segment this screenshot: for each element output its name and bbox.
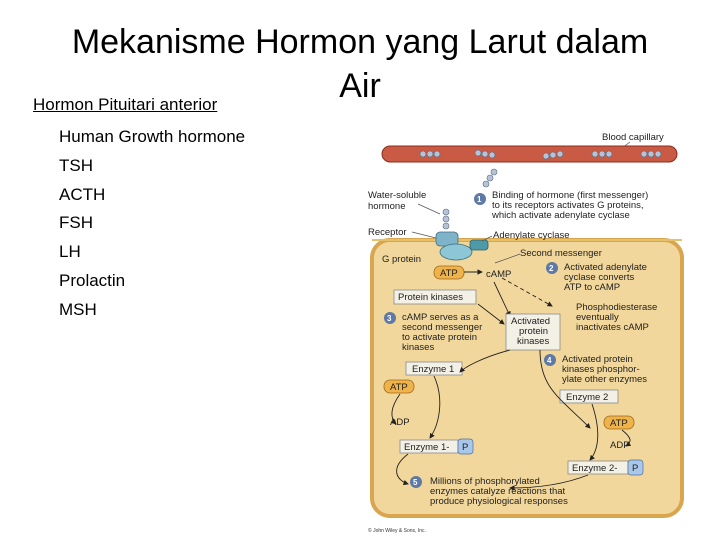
atp-molecule-left	[383, 379, 415, 394]
protein-kinases-box	[393, 289, 477, 305]
step-1-text-1: Binding of hormone (first messenger)	[492, 190, 648, 201]
step-2-number: 2	[549, 264, 554, 273]
hormone-item: ACTH	[59, 184, 106, 204]
hormone-item: Human Growth hormone	[59, 127, 246, 146]
phosphodiesterase-text-2: eventually	[576, 312, 619, 323]
enzyme-2-label: Enzyme 2	[566, 392, 608, 403]
step-5-text-1: Millions of phosphorylated	[430, 476, 540, 487]
adp-label-left: ADP	[390, 417, 410, 428]
phosphodiesterase-text-1: Phosphodiesterase	[576, 302, 657, 313]
copyright-text: © John Wiley & Sons, Inc.	[368, 527, 426, 534]
step-3-number: 3	[387, 314, 392, 323]
step-4-badge	[544, 354, 556, 366]
phosphodiesterase-text-3: inactivates cAMP	[576, 322, 649, 333]
step-1-number: 1	[477, 195, 482, 204]
step-2-text-3: ATP to cAMP	[564, 282, 620, 293]
step-3-badge	[384, 312, 396, 324]
activated-pk-text-1: Activated	[511, 316, 550, 327]
atp-label-left: ATP	[390, 382, 408, 393]
hormone-item: MSH	[59, 299, 97, 319]
phosphate-badge-2	[627, 459, 644, 476]
step-3-text-2: second messenger	[402, 322, 482, 333]
step-5-badge	[410, 476, 422, 488]
enzyme-1-label: Enzyme 1	[412, 364, 454, 375]
g-protein-label: G protein	[382, 254, 421, 265]
protein-kinases-label: Protein kinases	[398, 292, 463, 303]
step-1-text-3: which activate adenylate cyclase	[491, 210, 630, 221]
activated-protein-kinases-box	[505, 313, 561, 351]
hormone-molecules-in-blood	[419, 149, 662, 230]
adp-label-right: ADP	[610, 440, 630, 451]
enzyme-1-p-label: Enzyme 1-	[404, 442, 449, 453]
subheading: Hormon Pituitari anterior	[33, 95, 218, 114]
step-1-text-2: to its receptors activates G proteins,	[492, 200, 644, 211]
step-4-text-2: kinases phosphor-	[562, 364, 640, 375]
slide-title: Mekanisme Hormon yang Larut dalam Air	[20, 20, 700, 108]
step-1-badge	[474, 193, 486, 205]
step-4-text-1: Activated protein	[562, 354, 633, 365]
step-2-text-2: cyclase converts	[564, 272, 634, 283]
phosphate-p-2: P	[632, 463, 638, 474]
atp-label-right: ATP	[610, 418, 628, 429]
second-messenger-label: Second messenger	[520, 248, 602, 259]
phosphate-badge-1	[457, 438, 474, 455]
g-protein	[439, 243, 473, 261]
step-2-badge	[546, 262, 558, 274]
step-4-number: 4	[547, 356, 552, 365]
water-soluble-label-2: hormone	[368, 201, 406, 212]
step-3-text-4: kinases	[402, 342, 434, 353]
step-4-text-3: ylate other enzymes	[562, 374, 647, 385]
slide-title-line1: Mekanisme Hormon yang Larut dalam	[71, 23, 649, 61]
step-2-text-1: Activated adenylate	[564, 262, 647, 273]
hormone-list: Human Growth hormone TSH ACTH FSH LH Pro…	[59, 123, 245, 325]
hormone-item: FSH	[59, 213, 93, 233]
phosphate-p-1: P	[462, 442, 468, 453]
step-3-text-3: to activate protein	[402, 332, 477, 343]
enzyme-2-p-label: Enzyme 2-	[572, 463, 617, 474]
atp-molecule-right	[603, 415, 635, 430]
adenylate-cyclase	[469, 239, 489, 251]
adenylate-cyclase-label: Adenylate cyclase	[493, 230, 570, 241]
atp-label: ATP	[440, 268, 458, 279]
step-5-text-3: produce physiological responses	[430, 496, 568, 507]
hormone-item: Prolactin	[59, 270, 126, 290]
slide-title-line2: Air	[339, 67, 381, 105]
activated-pk-text-2: protein	[519, 326, 548, 337]
step-3-text-1: cAMP serves as a	[402, 312, 479, 323]
step-5-text-2: enzymes catalyze reactions that	[430, 486, 566, 497]
enzyme-2-box	[559, 389, 619, 404]
activated-pk-text-3: kinases	[517, 336, 549, 347]
blood-capillary-label: Blood capillary	[602, 132, 664, 143]
hormone-item: LH	[59, 242, 81, 262]
hormone-item: TSH	[59, 155, 93, 175]
camp-label: cAMP	[486, 269, 511, 280]
receptor-label: Receptor	[368, 227, 407, 238]
blood-capillary	[381, 145, 678, 163]
step-5-number: 5	[413, 478, 418, 487]
water-soluble-label-1: Water-soluble	[368, 190, 426, 201]
hormone-mechanism-diagram: Blood capillary Water-soluble hormone Re…	[368, 132, 684, 534]
atp-molecule	[433, 265, 465, 280]
